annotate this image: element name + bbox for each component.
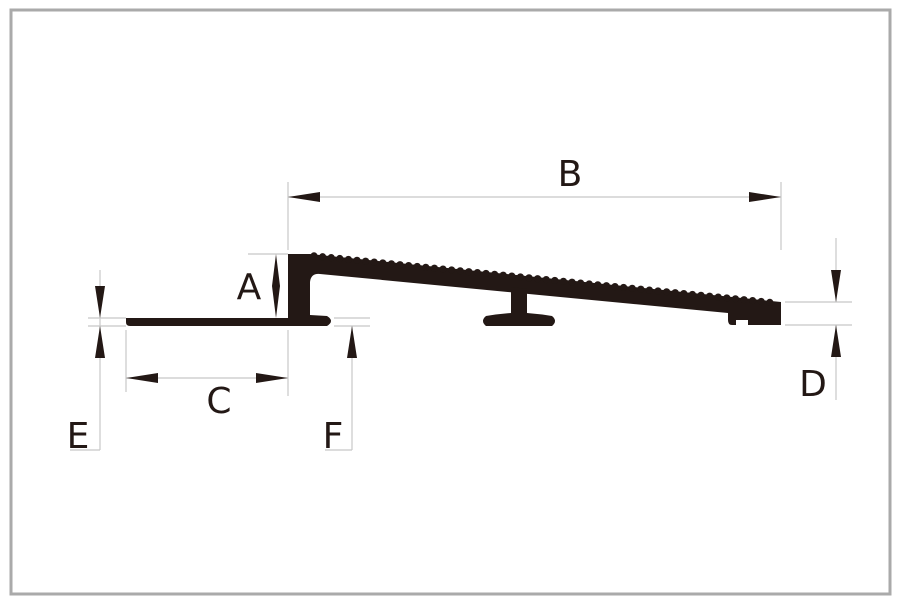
dimension-f: F — [323, 317, 370, 457]
ridge — [430, 264, 438, 272]
ridged-surface — [310, 252, 774, 306]
ridge — [405, 261, 413, 270]
ridge — [723, 294, 731, 302]
ridge — [568, 278, 576, 286]
dimension-a: A — [237, 253, 288, 318]
ridge — [353, 256, 361, 264]
ridge — [637, 285, 645, 293]
ridge — [499, 271, 507, 279]
ridge — [448, 266, 456, 274]
ridge — [645, 286, 654, 294]
ridge — [654, 287, 662, 295]
ridge — [439, 265, 447, 273]
ridge — [542, 275, 550, 284]
ridge — [611, 282, 619, 291]
support-leg — [483, 287, 555, 326]
ridge — [663, 288, 671, 296]
ridge — [714, 293, 722, 301]
label-b: B — [558, 154, 583, 195]
ridge — [688, 290, 697, 299]
ridge — [482, 269, 490, 278]
ridge — [473, 268, 481, 277]
ridge — [749, 297, 757, 305]
label-a: A — [237, 267, 262, 308]
ridge — [680, 289, 688, 298]
dimension-d: D — [785, 238, 852, 405]
dimension-b: B — [287, 154, 782, 250]
ridge — [706, 292, 714, 300]
ridge — [525, 274, 533, 282]
label-c: C — [206, 381, 231, 422]
ramp-profile — [126, 252, 781, 326]
ridge — [577, 279, 585, 287]
ridge — [310, 252, 318, 260]
ridge — [594, 281, 602, 289]
label-e: E — [67, 416, 90, 457]
frame-border — [9, 8, 892, 596]
dimension-e: E — [67, 270, 126, 457]
ridge — [327, 254, 335, 262]
ridge — [413, 262, 421, 271]
ridge — [387, 260, 395, 268]
ridge — [516, 273, 525, 281]
ridge — [757, 297, 765, 306]
ridge — [370, 258, 378, 266]
ridge — [671, 289, 679, 297]
ridge — [319, 253, 327, 261]
ridge — [697, 291, 705, 299]
ridge — [534, 275, 542, 283]
ridge — [602, 282, 611, 290]
ridge — [456, 267, 464, 275]
ridge — [551, 276, 559, 285]
label-f: F — [323, 416, 344, 457]
ridge — [731, 295, 740, 303]
ridge — [508, 272, 516, 280]
ridge — [422, 263, 430, 271]
ridge — [585, 280, 593, 288]
ridge — [628, 284, 636, 292]
ridge — [491, 270, 499, 278]
ridge — [740, 296, 748, 304]
label-d: D — [799, 364, 827, 405]
ridge — [379, 259, 387, 267]
ridge — [559, 277, 568, 285]
ridge — [336, 254, 344, 263]
ridge — [344, 255, 352, 264]
ridge — [766, 298, 774, 306]
dimension-c: C — [125, 330, 289, 422]
ridge — [465, 268, 473, 276]
ridge — [620, 283, 628, 292]
ridge — [396, 261, 404, 269]
ridge — [362, 257, 370, 265]
